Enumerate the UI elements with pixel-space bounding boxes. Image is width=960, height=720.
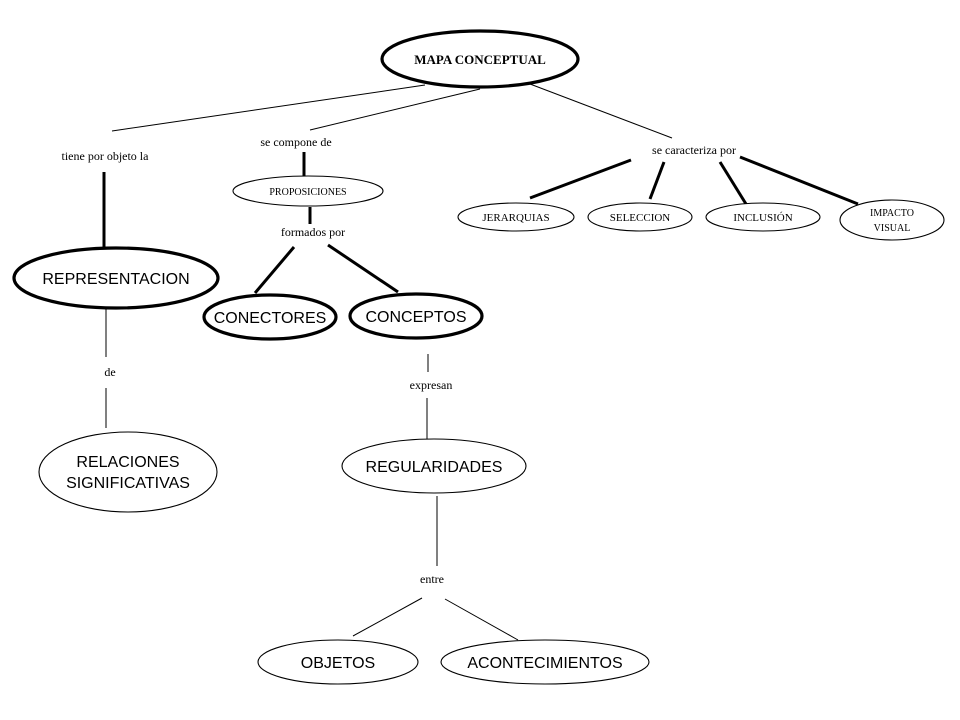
node-conectores: CONECTORES	[202, 293, 338, 341]
connector-title-to-compone	[309, 88, 481, 131]
connector-entre-to-acontecimientos	[444, 598, 519, 641]
link-expresan: expresan	[410, 378, 453, 392]
node-proposiciones: PROPOSICIONES	[232, 175, 384, 207]
connector-title-to-caracteriza	[529, 83, 673, 139]
title-label: MAPA CONCEPTUAL	[414, 52, 546, 67]
connectors	[102, 83, 859, 641]
objetos-label: OBJETOS	[301, 655, 375, 672]
node-conceptos: CONCEPTOS	[348, 292, 484, 340]
node-jerarquias: JERARQUIAS	[457, 202, 575, 232]
connector-formados-to-conceptos	[327, 243, 399, 294]
link-caracteriza: se caracteriza por	[652, 143, 736, 157]
node-representacion: REPRESENTACION	[12, 246, 220, 310]
acontecimientos-label: ACONTECIMIENTOS	[467, 655, 622, 672]
link-objeto: tiene por objeto la	[62, 149, 150, 163]
regularidades-label: REGULARIDADES	[366, 459, 503, 476]
conceptos-label: CONCEPTOS	[365, 309, 466, 326]
inclusion-label: INCLUSIÓN	[733, 212, 792, 224]
jerarquias-label: JERARQUIAS	[482, 212, 549, 224]
representacion-label: REPRESENTACION	[42, 271, 189, 288]
connector-caracteriza-to-inclusion	[718, 161, 748, 205]
node-inclusion: INCLUSIÓN	[705, 202, 821, 232]
title-node: MAPA CONCEPTUAL	[380, 29, 580, 89]
connector-entre-to-objetos	[352, 597, 423, 637]
proposiciones-label: PROPOSICIONES	[269, 187, 346, 198]
link-de: de	[104, 365, 115, 379]
node-regularidades: REGULARIDADES	[341, 438, 527, 494]
connector-caracteriza-to-impacto	[739, 155, 859, 206]
node-objetos: OBJETOS	[257, 639, 419, 685]
node-impacto-visual: IMPACTO VISUAL	[839, 199, 945, 241]
relaciones-label-line2: SIGNIFICATIVAS	[66, 475, 190, 492]
seleccion-label: SELECCION	[610, 212, 671, 224]
impacto-label-line2: VISUAL	[874, 223, 911, 234]
connector-formados-to-conectores	[253, 246, 296, 294]
impacto-label-line1: IMPACTO	[870, 208, 914, 219]
link-formados: formados por	[281, 225, 345, 239]
link-compone: se compone de	[260, 135, 331, 149]
relaciones-label-line1: RELACIONES	[76, 454, 179, 471]
connector-caracteriza-to-seleccion	[648, 161, 666, 200]
node-relaciones-significativas: RELACIONES SIGNIFICATIVAS	[38, 431, 218, 513]
conectores-label: CONECTORES	[214, 310, 327, 327]
node-acontecimientos: ACONTECIMIENTOS	[440, 639, 650, 685]
connector-title-to-objeto	[111, 84, 426, 132]
link-entre: entre	[420, 572, 444, 586]
connector-caracteriza-to-jerarquias	[529, 158, 632, 200]
node-seleccion: SELECCION	[587, 202, 693, 232]
